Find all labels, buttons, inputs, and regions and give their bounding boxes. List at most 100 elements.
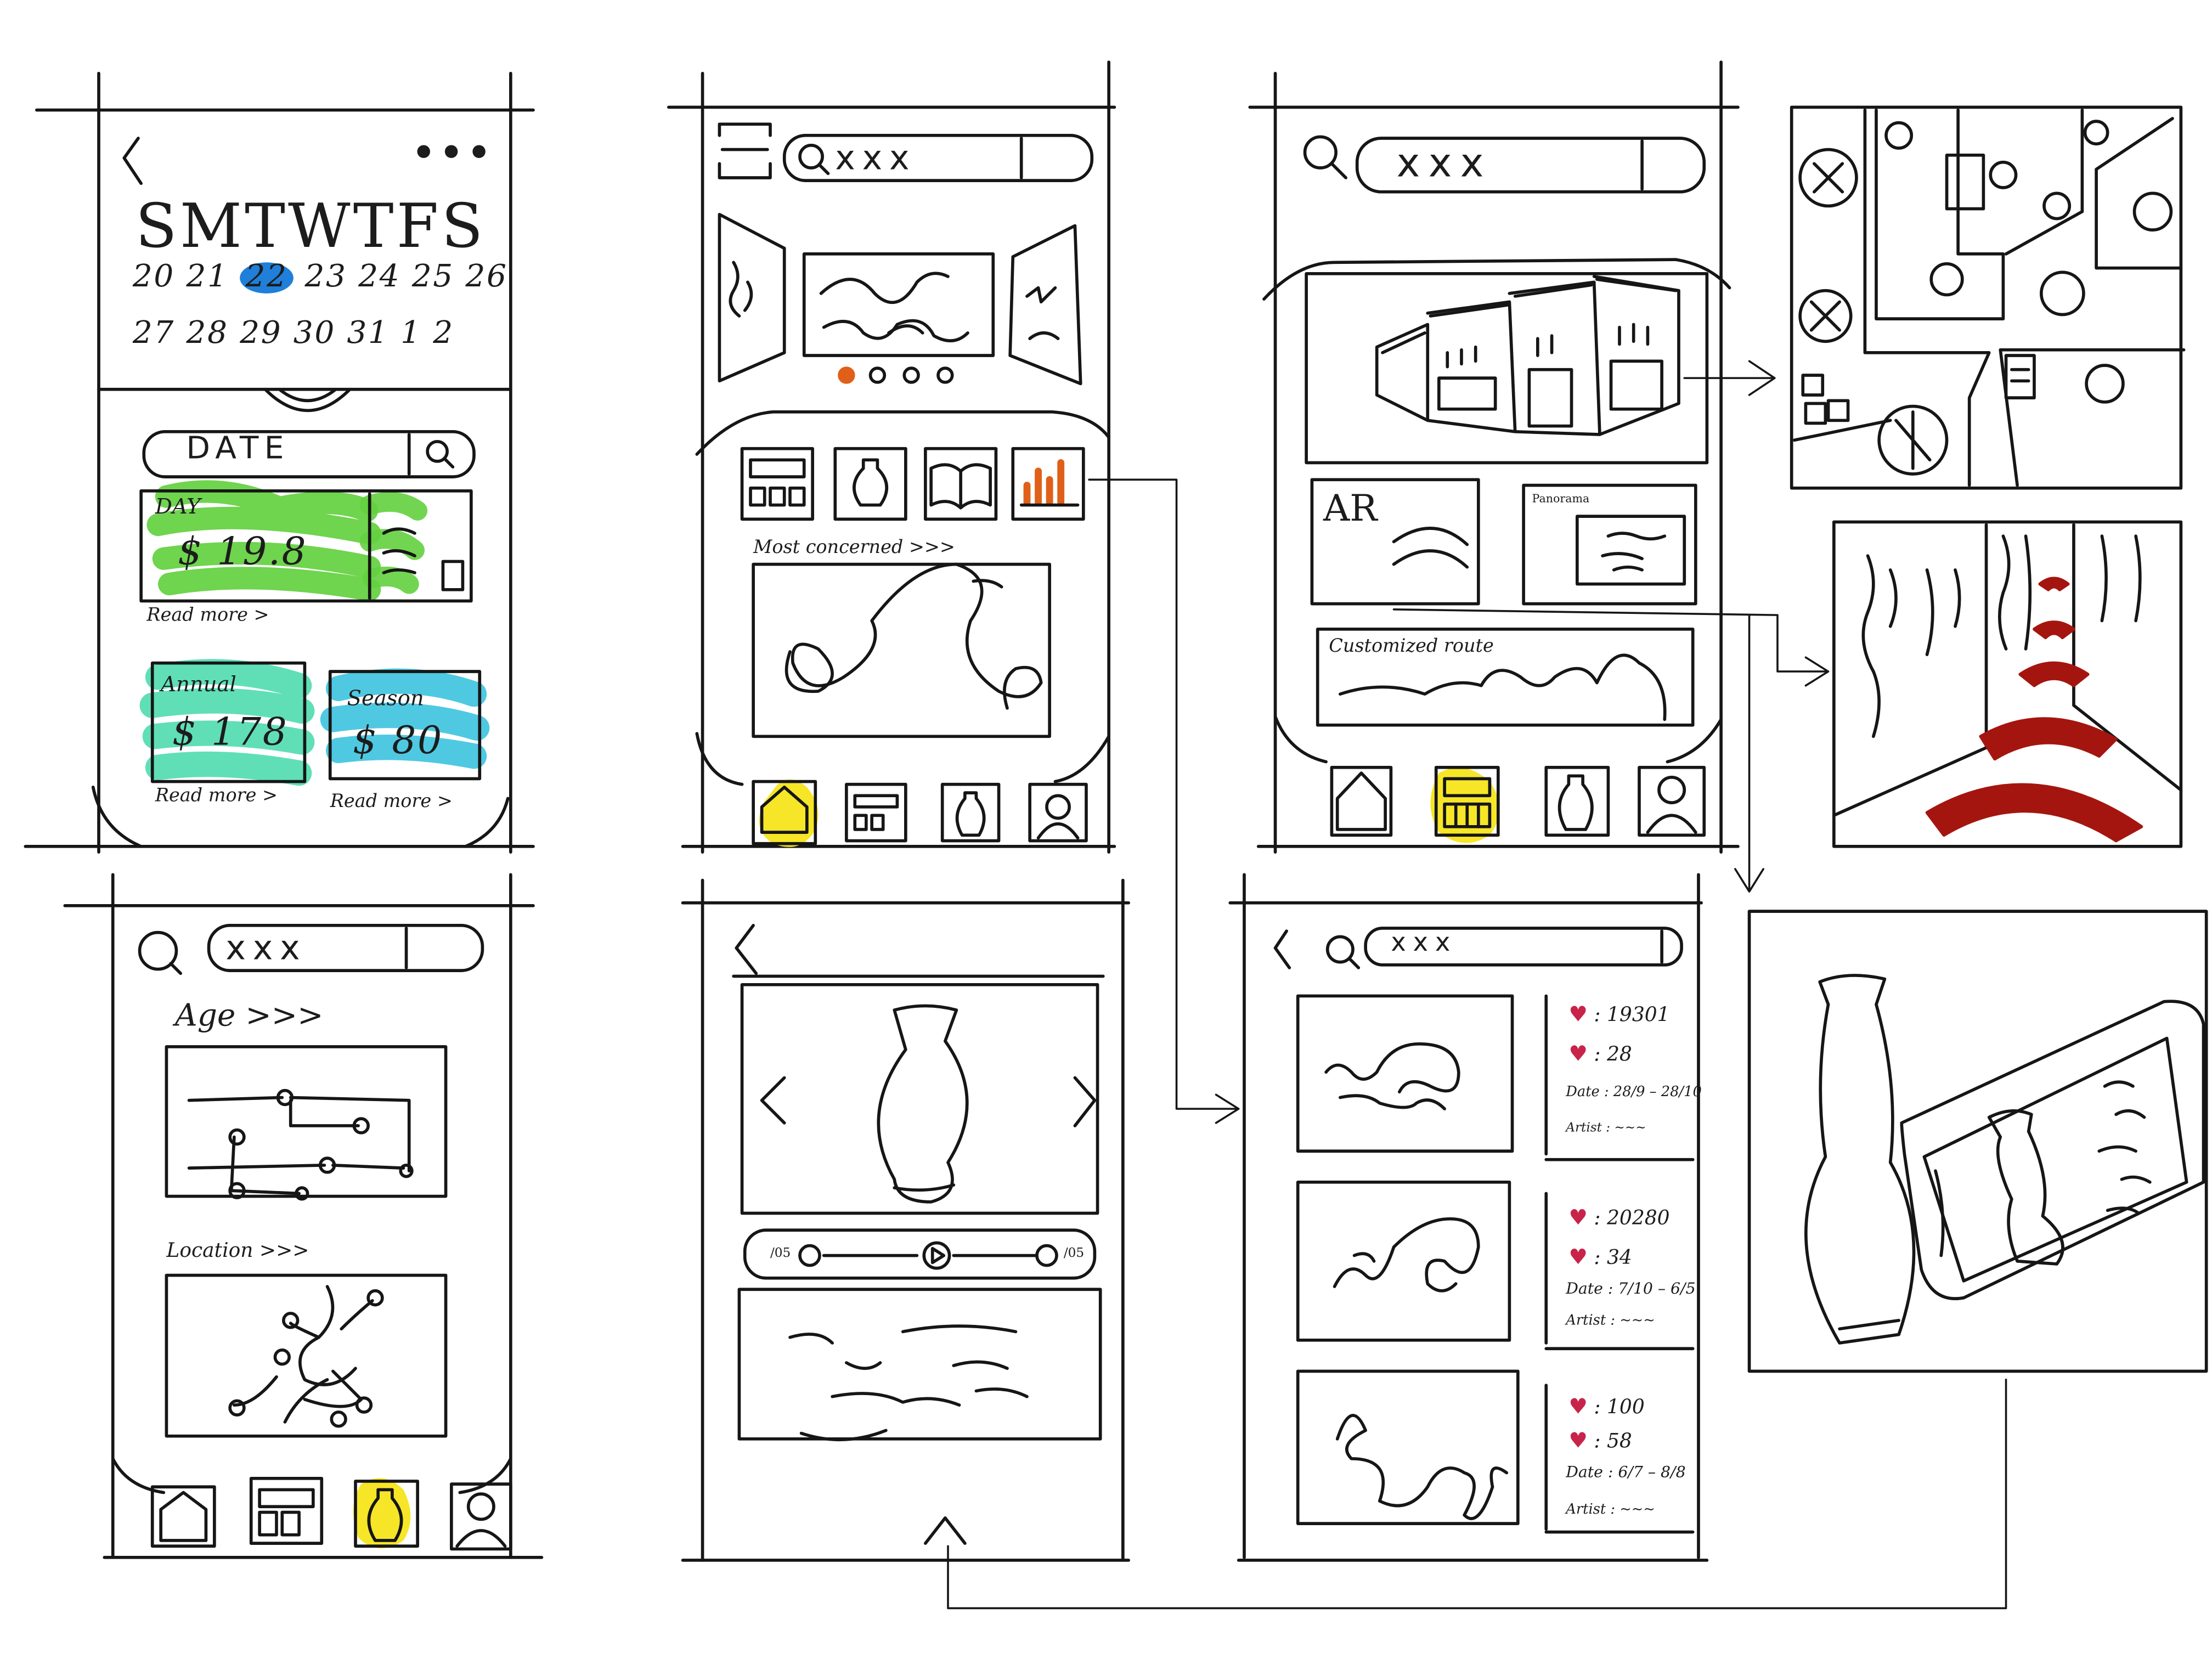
replay-icon <box>800 1246 820 1266</box>
heart-icon[interactable]: ♥ <box>1568 1204 1588 1231</box>
broken-heart-icon[interactable]: ♥ <box>1568 1041 1588 1066</box>
carousel-dot <box>871 368 885 382</box>
nav-profile-button[interactable] <box>1030 785 1086 841</box>
arrow-to-ar-navigation <box>1394 610 1829 686</box>
back-chevron-icon[interactable] <box>124 138 141 183</box>
museum-building-card[interactable] <box>1306 274 1707 463</box>
nav-museum-button[interactable] <box>1436 768 1498 835</box>
location-map-card[interactable] <box>166 1276 445 1436</box>
result-date: Date : 28/9 – 28/10 <box>1566 1085 1702 1101</box>
carousel-dot <box>904 368 918 382</box>
season-read-more-link[interactable]: Read more > <box>330 791 453 813</box>
most-concerned-label[interactable]: Most concerned >>> <box>753 537 955 559</box>
nav-collection-button[interactable] <box>356 1481 417 1546</box>
search-bar[interactable] <box>1365 928 1681 965</box>
calendar-dates-before[interactable]: 20 21 <box>132 259 229 295</box>
calendar-week-row-2[interactable]: 27 28 29 30 31 1 2 <box>132 315 454 352</box>
search-bar[interactable] <box>1357 138 1705 192</box>
nav-museum-button[interactable] <box>847 785 906 841</box>
nav-museum-button[interactable] <box>251 1479 322 1543</box>
next-arrow-icon[interactable] <box>1075 1078 1094 1126</box>
nav-profile-button[interactable] <box>452 1484 511 1549</box>
result-dislikes: ♥ : 58 <box>1568 1427 1632 1453</box>
nav-home-button[interactable] <box>153 1487 215 1546</box>
day-card[interactable] <box>141 491 471 601</box>
age-section-label[interactable]: Age >>> <box>174 998 324 1034</box>
day-card-price: $ 19.8 <box>177 530 308 574</box>
search-bar[interactable] <box>785 136 1092 180</box>
play-button[interactable] <box>924 1243 949 1268</box>
location-section-label[interactable]: Location >>> <box>166 1240 309 1263</box>
back-chevron-icon[interactable] <box>736 926 756 973</box>
more-menu-icon[interactable]: ••• <box>411 132 495 175</box>
search-icon[interactable] <box>1328 936 1353 962</box>
floor-map <box>1792 107 2181 488</box>
search-icon[interactable] <box>140 933 177 969</box>
season-card-label: Season <box>347 685 424 711</box>
previous-arrow-icon[interactable] <box>762 1078 785 1123</box>
artifact-category-icon[interactable] <box>835 449 906 520</box>
statistics-category-icon[interactable] <box>1013 449 1084 520</box>
nav-profile-button[interactable] <box>1639 768 1704 835</box>
book-category-icon[interactable] <box>926 449 996 520</box>
ar-scan-view <box>1750 911 2207 1371</box>
search-icon <box>800 145 822 168</box>
arrow-to-map <box>1684 361 1775 395</box>
artifact-description-card[interactable] <box>739 1289 1100 1439</box>
calendar-selected-date[interactable]: 22 <box>240 262 294 294</box>
calendar-screen <box>25 74 533 852</box>
result-dislikes: ♥ : 28 <box>1568 1041 1632 1066</box>
carousel-main-image[interactable] <box>804 254 994 356</box>
age-timeline-card[interactable] <box>166 1047 445 1197</box>
explore-search-placeholder[interactable]: xxx <box>1396 139 1492 187</box>
nav-collection-button[interactable] <box>943 785 999 841</box>
home-search-placeholder[interactable]: xxx <box>835 138 917 178</box>
artifact-image-card[interactable] <box>742 985 1098 1214</box>
pull-handle <box>265 390 349 411</box>
result-image[interactable] <box>1298 1182 1510 1340</box>
search-icon[interactable] <box>1305 137 1336 168</box>
result-date: Date : 6/7 – 8/8 <box>1566 1463 1686 1481</box>
carousel-dot <box>938 368 952 382</box>
exhibit-marker <box>1800 150 1857 206</box>
filter-search-placeholder[interactable]: xxx <box>225 928 307 968</box>
result-likes: ♥ : 19301 <box>1568 1001 1670 1027</box>
nav-home-button[interactable] <box>1331 768 1391 835</box>
panorama-card[interactable] <box>1523 486 1696 604</box>
customized-route-label[interactable]: Customized route <box>1329 636 1494 658</box>
calendar-dates-after[interactable]: 23 24 25 26 <box>304 259 508 295</box>
result-likes: ♥ : 20280 <box>1568 1204 1670 1231</box>
annual-read-more-link[interactable]: Read more > <box>155 786 278 807</box>
season-card[interactable] <box>330 672 480 778</box>
day-read-more-link[interactable]: Read more > <box>146 605 269 627</box>
broken-heart-icon[interactable]: ♥ <box>1568 1427 1588 1453</box>
panorama-label[interactable]: Panorama <box>1532 492 1590 505</box>
collapse-arrow-icon[interactable] <box>926 1518 965 1543</box>
customized-route-card[interactable] <box>1318 629 1693 725</box>
floor-map-panel <box>1792 107 2184 488</box>
scan-icon[interactable] <box>719 124 770 178</box>
result-likes: ♥ : 100 <box>1568 1393 1645 1419</box>
exhibition-category-icon[interactable] <box>742 449 813 520</box>
heart-icon[interactable]: ♥ <box>1568 1001 1588 1027</box>
search-bar[interactable] <box>209 926 483 970</box>
search-results-screen <box>1230 874 1707 1560</box>
nav-collection-button[interactable] <box>1546 768 1608 835</box>
results-search-placeholder[interactable]: xxx <box>1391 928 1458 958</box>
heart-icon[interactable]: ♥ <box>1568 1393 1588 1419</box>
date-search-label[interactable]: DATE <box>186 431 290 467</box>
date-search-bar[interactable] <box>144 432 474 477</box>
result-image[interactable] <box>1298 996 1513 1151</box>
annual-card[interactable] <box>153 663 305 782</box>
result-image[interactable] <box>1298 1371 1518 1523</box>
nav-home-button[interactable] <box>753 782 815 844</box>
most-concerned-card[interactable] <box>753 565 1049 737</box>
flow-arrows <box>948 361 2006 1608</box>
ar-card[interactable] <box>1312 479 1478 603</box>
back-chevron-icon[interactable] <box>1276 931 1290 968</box>
audio-player[interactable] <box>745 1230 1095 1278</box>
broken-heart-icon[interactable]: ♥ <box>1568 1244 1588 1270</box>
ar-label[interactable]: AR <box>1323 488 1378 531</box>
